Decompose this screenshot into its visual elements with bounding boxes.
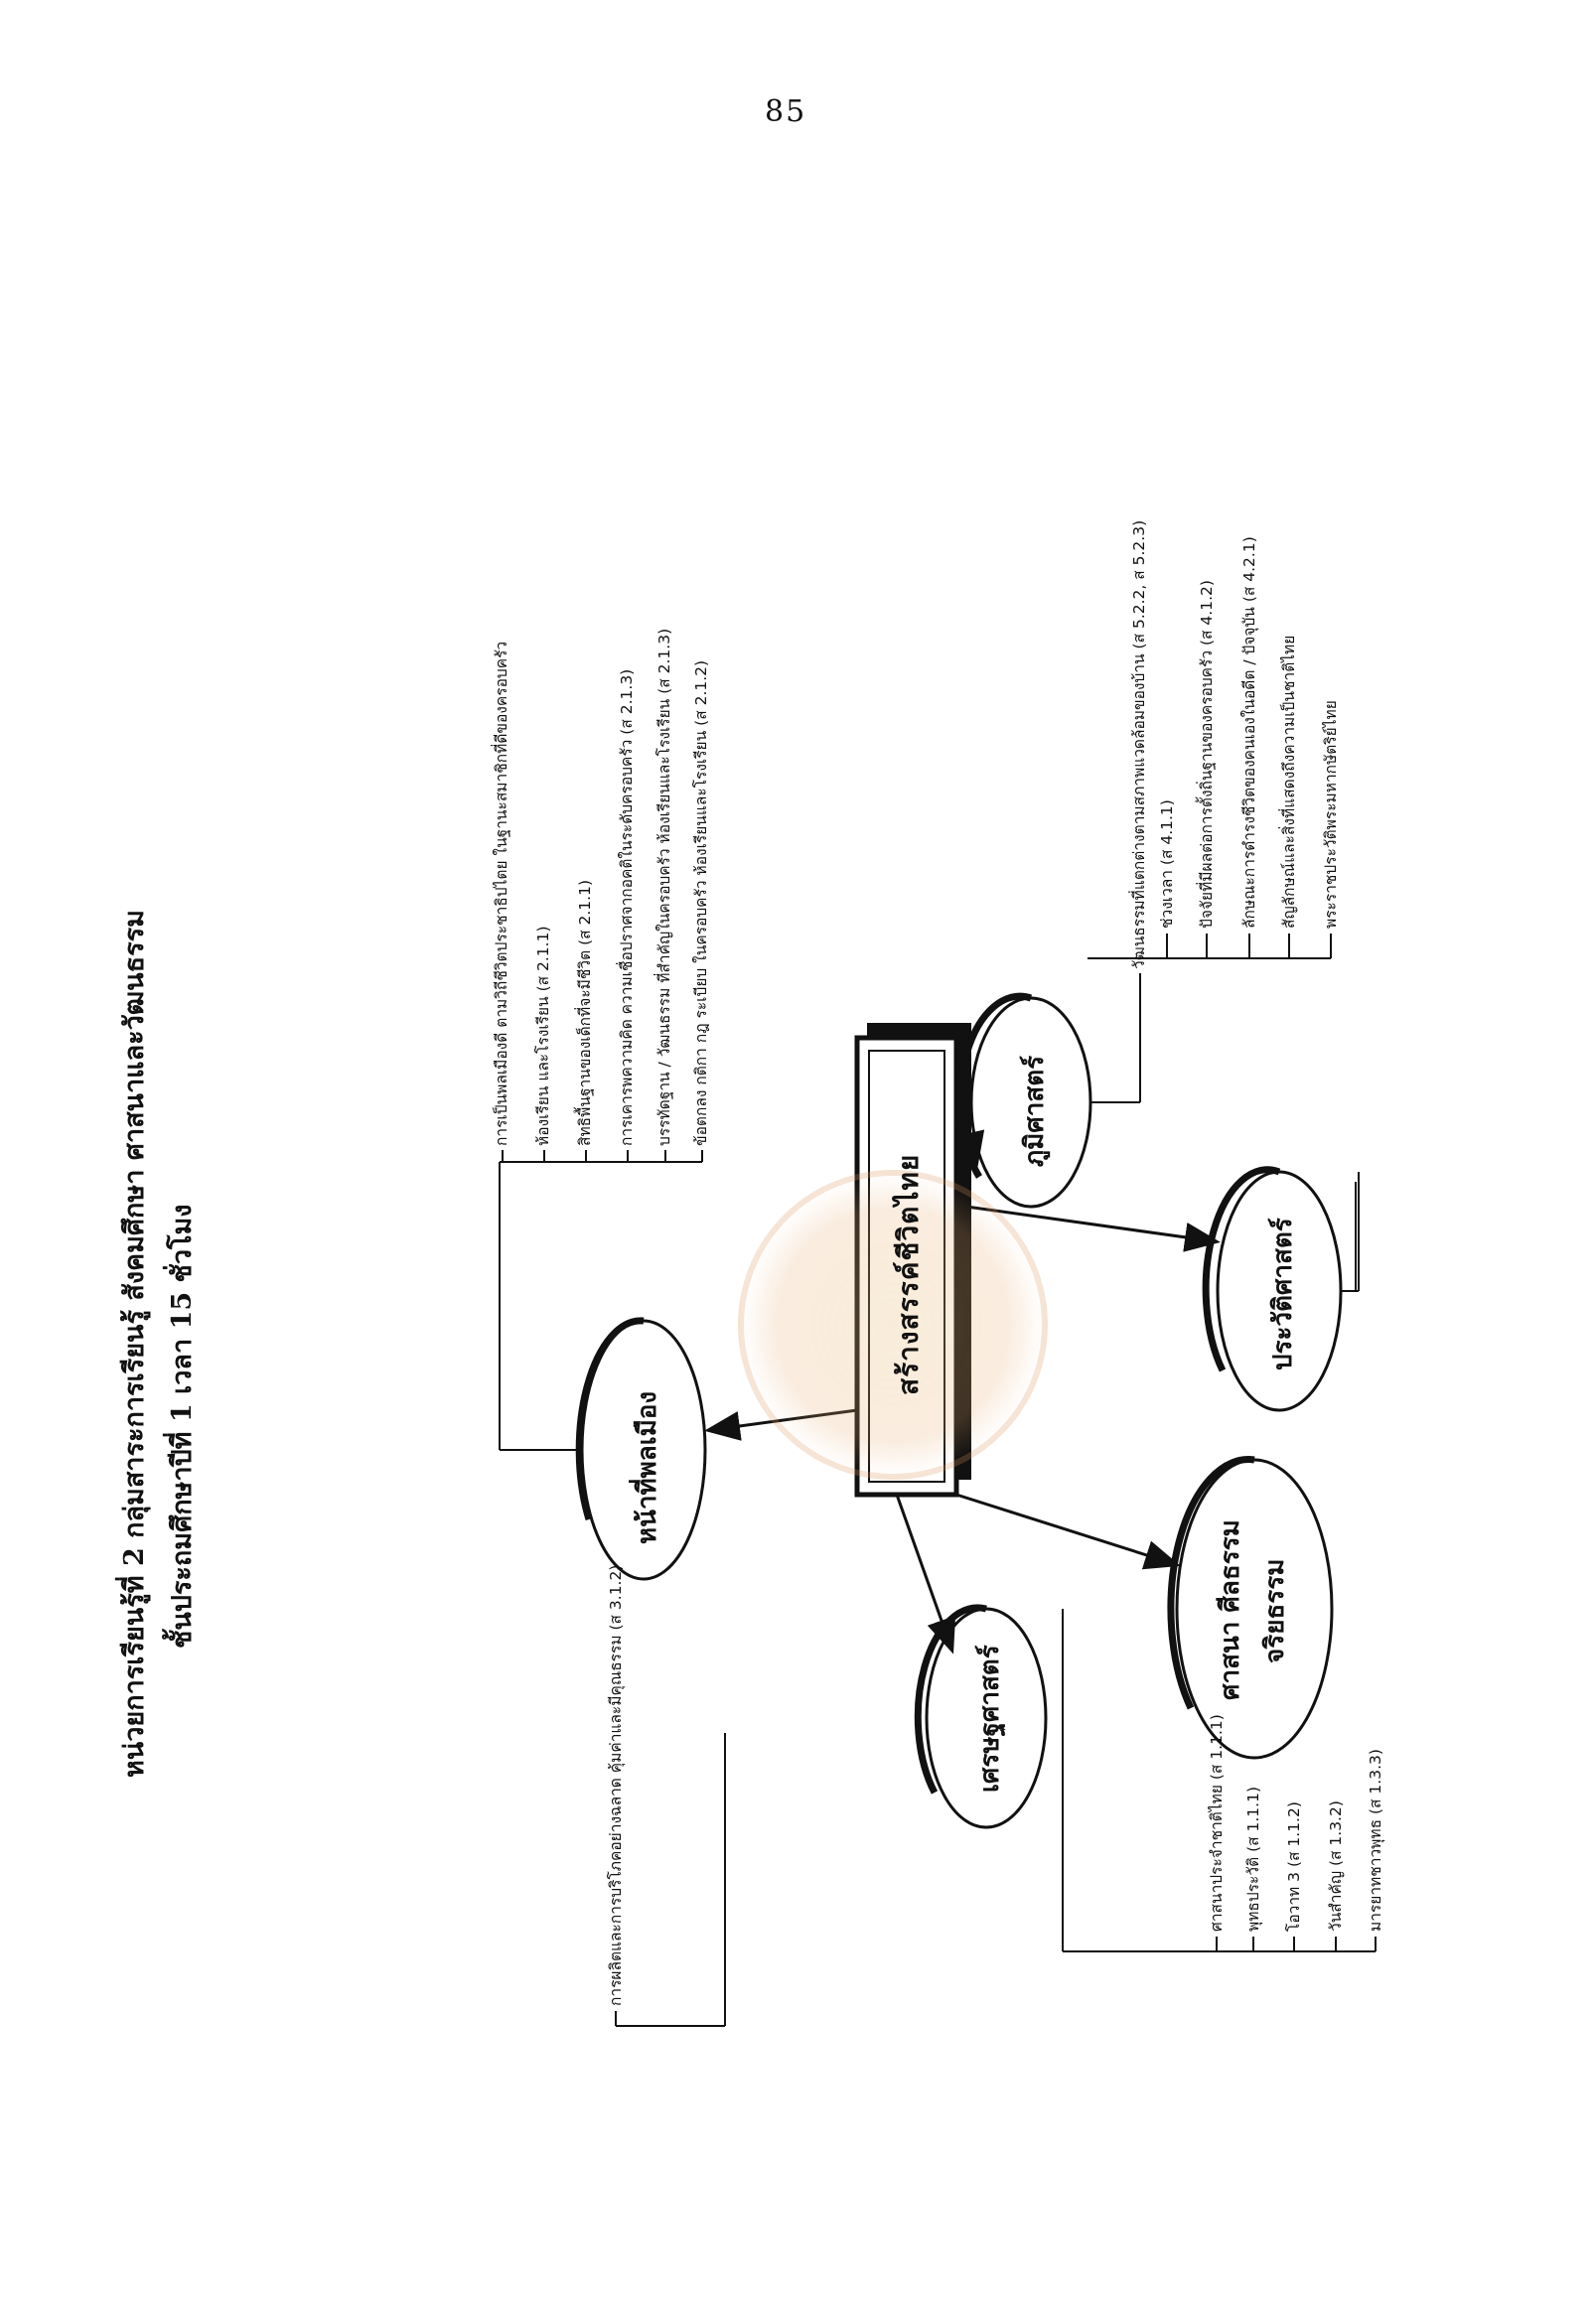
history-item: สัญลักษณ์และสิ่งที่แสดงถึงความเป็นชาติไท… — [1280, 635, 1298, 929]
arrow-to-economics — [895, 1494, 956, 1655]
religion-item: วันสำคัญ (ส 1.3.2) — [1327, 1800, 1345, 1932]
arrow-to-geography — [954, 1072, 985, 1168]
economics-ellipse-shadow — [914, 1604, 987, 1795]
religion-item: ศาสนาประจำชาติไทย (ส 1.1.1) — [1208, 1714, 1226, 1932]
arrow-to-civic — [704, 1408, 858, 1441]
mind-map-lines — [499, 973, 1360, 1829]
page-number: 85 — [765, 94, 807, 129]
center-box-inner — [868, 1050, 945, 1483]
rotated-diagram-sheet-branches — [102, 179, 1493, 2244]
history-item: ปัจจัยที่มีผลต่อการตั้งถิ่นฐานของครอบครั… — [1198, 580, 1216, 929]
arrow-to-history — [965, 1205, 1221, 1252]
history-item: ลักษณะการดำรงชีวิตของคนเองในอดีต / ปัจจุ… — [1240, 536, 1258, 929]
center-box-frame — [854, 1035, 959, 1498]
economics-item: การผลิตและการบริโภคอย่างฉลาด คุ้มค่าและม… — [607, 1564, 625, 2006]
religion-item: พุทธประวัติ (ส 1.1.1) — [1244, 1786, 1262, 1932]
civic-ellipse-shadow — [575, 1317, 645, 1521]
history-item: ช่วงเวลา (ส 4.1.1) — [1158, 799, 1176, 929]
rotated-diagram-sheet: หน่วยการเรียนรู้ที่ 2 กลุ่มสาระการเรียนร… — [102, 179, 1493, 2244]
arrow-to-religion — [955, 1493, 1181, 1570]
religion-item: โอวาท 3 (ส 1.1.2) — [1285, 1801, 1303, 1932]
religion-item: มารยาทชาวพุทธ (ส 1.3.3) — [1367, 1749, 1384, 1932]
branch-lines — [1341, 1182, 1357, 1292]
history-item: พระราชประวัติพระมหากษัตริย์ไทย — [1322, 700, 1340, 929]
